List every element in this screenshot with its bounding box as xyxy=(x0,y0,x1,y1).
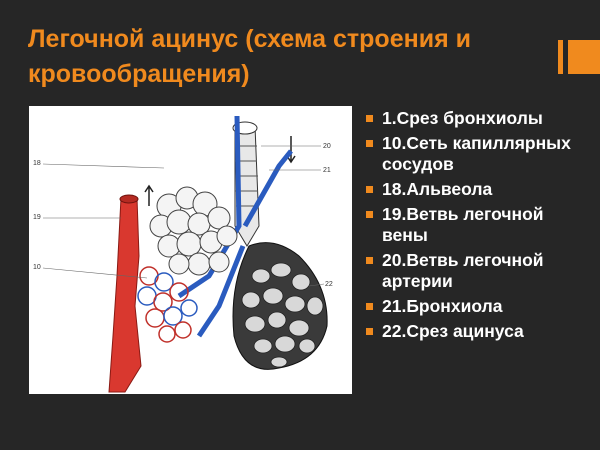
label-20: 20 xyxy=(323,143,331,150)
up-arrow-icon xyxy=(144,184,154,206)
pulmonary-artery-branch xyxy=(177,115,293,338)
acinus-alveoli xyxy=(241,262,324,368)
label-21: 21 xyxy=(323,167,331,174)
bullet-square-icon xyxy=(366,186,373,193)
legend-item-text: 22.Срез ацинуса xyxy=(382,321,524,341)
legend-item: 20.Ветвь легочной артерии xyxy=(364,250,594,292)
bullet-square-icon xyxy=(366,303,373,310)
bullet-square-icon xyxy=(366,328,373,335)
legend-item: 22.Срез ацинуса xyxy=(364,321,594,342)
legend-list: 1.Срез бронхиолы 10.Сеть капиллярных сос… xyxy=(364,108,594,346)
legend-item: 19.Ветвь легочной вены xyxy=(364,204,594,246)
bullet-square-icon xyxy=(366,115,373,122)
pulmonary-vein-branch xyxy=(108,197,142,393)
label-10: 10 xyxy=(33,264,41,271)
legend-item-text: 20.Ветвь легочной артерии xyxy=(382,250,544,291)
alveoli-cluster xyxy=(149,186,238,276)
accent-bar-thin xyxy=(558,40,563,74)
accent-bar-decoration xyxy=(558,40,600,74)
bronchiole-rings xyxy=(235,145,258,207)
legend-item-text: 21.Бронхиола xyxy=(382,296,503,316)
capillary-network xyxy=(137,266,198,343)
legend-item-text: 10.Сеть капиллярных сосудов xyxy=(382,133,571,174)
bullet-square-icon xyxy=(366,140,373,147)
slide-title: Легочной ацинус (схема строения и кровоо… xyxy=(28,25,471,88)
legend-item: 1.Срез бронхиолы xyxy=(364,108,594,129)
vein-opening xyxy=(119,194,139,204)
legend-item-text: 1.Срез бронхиолы xyxy=(382,108,543,128)
bullet-square-icon xyxy=(366,211,373,218)
leader-lines xyxy=(42,145,325,287)
legend-item-text: 18.Альвеола xyxy=(382,179,493,199)
legend-item: 21.Бронхиола xyxy=(364,296,594,317)
label-18: 18 xyxy=(33,160,41,167)
label-22: 22 xyxy=(325,281,333,288)
acinus-illustration: 18 19 10 20 21 22 xyxy=(33,115,333,393)
legend-item: 10.Сеть капиллярных сосудов xyxy=(364,133,594,175)
legend-item-text: 19.Ветвь легочной вены xyxy=(382,204,544,245)
legend-item: 18.Альвеола xyxy=(364,179,594,200)
label-19: 19 xyxy=(33,214,41,221)
accent-bar-thick xyxy=(568,40,600,74)
acinus-diagram: 18 19 10 20 21 22 xyxy=(29,106,352,394)
bullet-square-icon xyxy=(366,257,373,264)
